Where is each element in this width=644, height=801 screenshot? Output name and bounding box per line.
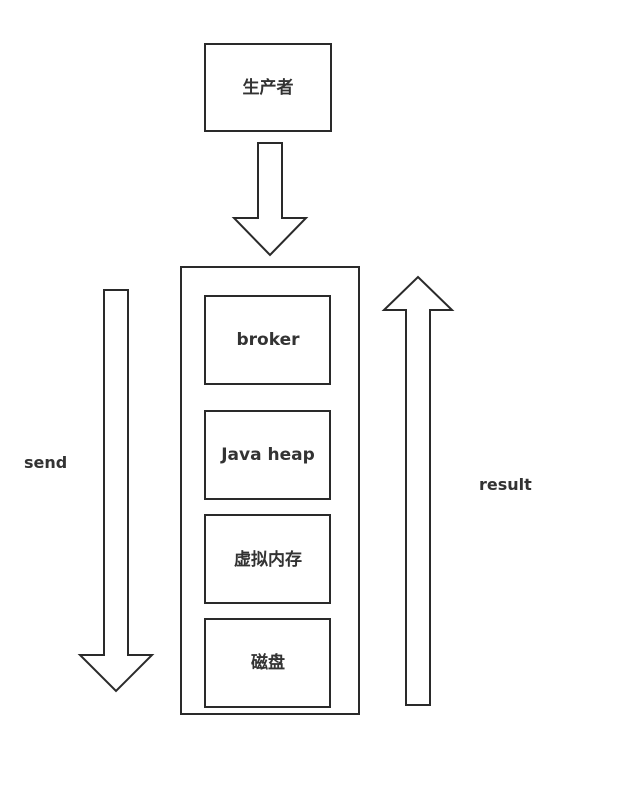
result-arrow (381, 275, 455, 706)
layer-disk-box (204, 618, 331, 708)
result-label: result (479, 475, 532, 494)
layer-broker-label: broker (237, 330, 301, 350)
layer-virtual-memory-box (204, 514, 331, 604)
send-label: send (24, 453, 67, 472)
layer-disk-label: 磁盘 (251, 652, 285, 673)
layer-broker-box (204, 295, 331, 385)
layer-virtual-memory-label: 虚拟内存 (234, 549, 302, 570)
layer-java-heap-box (204, 410, 331, 500)
producer-box (204, 43, 332, 132)
layer-java-heap-label: Java heap (220, 445, 315, 465)
producer-label: 生产者 (243, 77, 294, 98)
send-arrow (77, 289, 155, 693)
producer-to-stack-arrow (231, 142, 309, 257)
